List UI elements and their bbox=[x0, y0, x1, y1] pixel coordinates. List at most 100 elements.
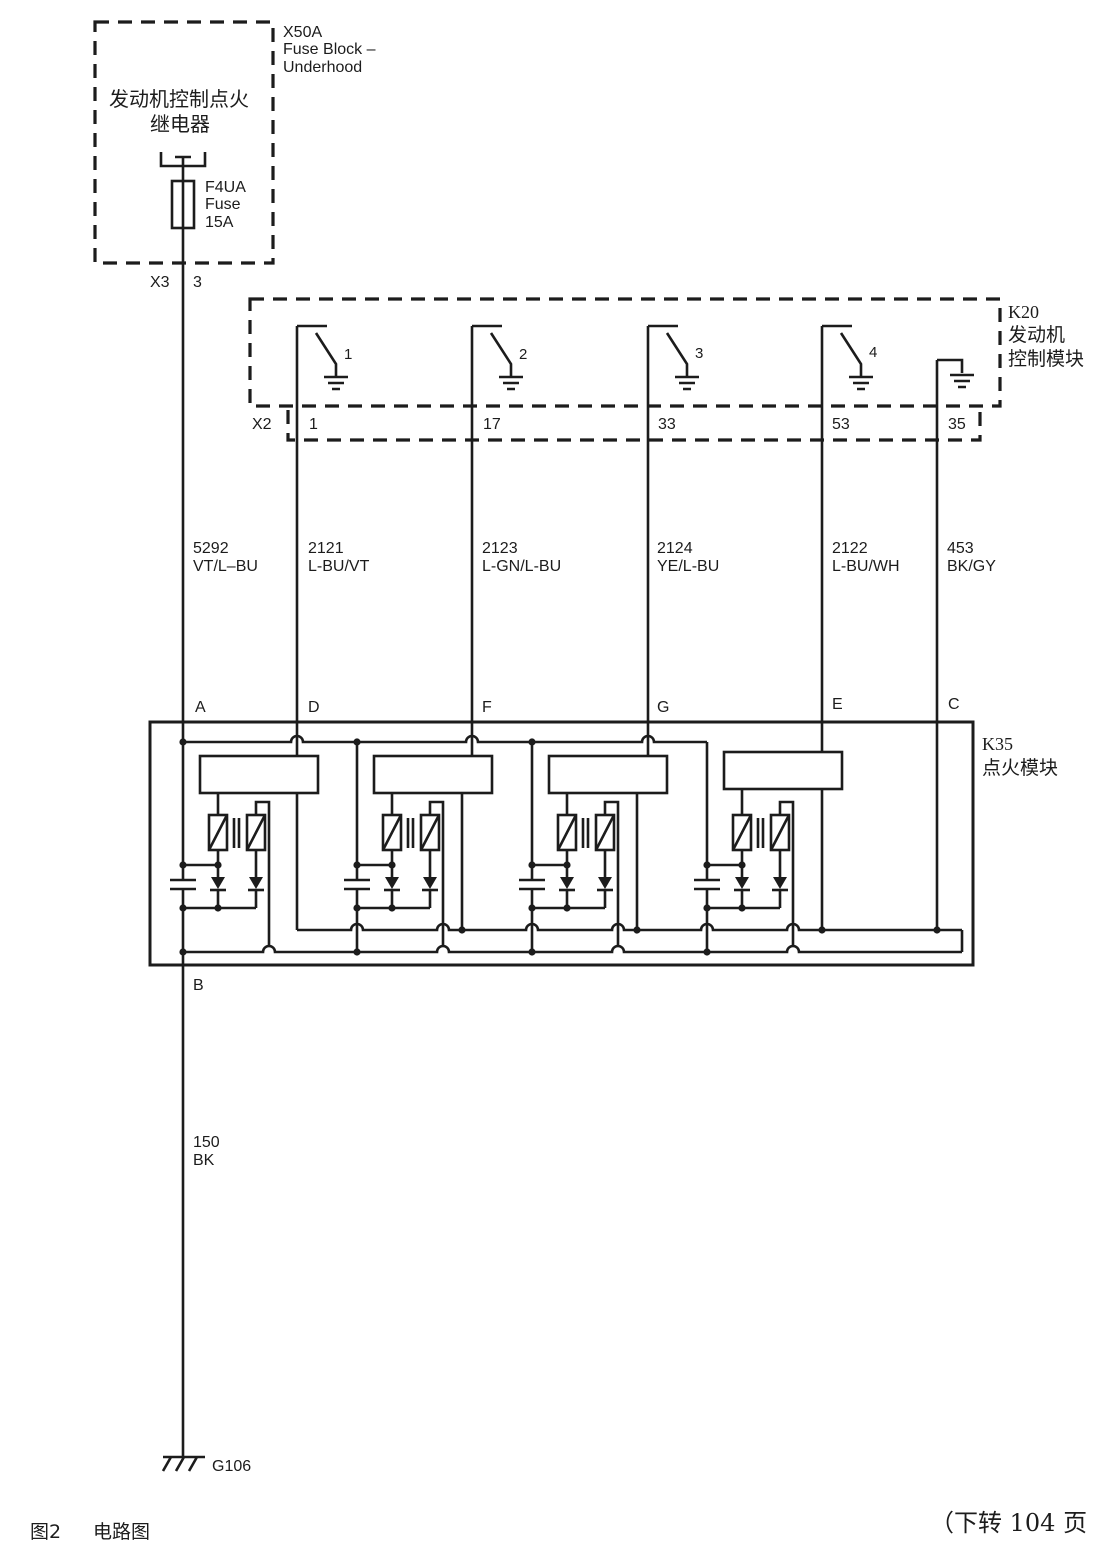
ignition-module-id: K35 bbox=[982, 734, 1013, 754]
capacitor-3 bbox=[519, 878, 545, 891]
primary-coil-1 bbox=[207, 813, 229, 852]
ecm-outline bbox=[248, 297, 1002, 408]
capacitor-2 bbox=[344, 878, 370, 891]
secondary-winding-1 bbox=[245, 814, 267, 851]
coil-core-4 bbox=[756, 818, 765, 848]
diode-2-1 bbox=[385, 877, 399, 889]
diode-4-2 bbox=[773, 877, 787, 889]
wire-circuit: 453 bbox=[947, 540, 974, 557]
junction-dot bbox=[933, 926, 941, 934]
fuse-id: F4UA bbox=[205, 179, 246, 196]
junction-dot bbox=[388, 904, 396, 912]
junction-dot bbox=[528, 861, 536, 869]
junction-dot bbox=[563, 861, 571, 869]
secondary-circuit-3 bbox=[603, 800, 620, 946]
capacitor-4 bbox=[694, 878, 720, 891]
fuse-word: Fuse bbox=[205, 196, 241, 213]
diode-1-1 bbox=[211, 877, 225, 889]
wire-color: YE/L-BU bbox=[657, 558, 719, 575]
wire-color: L-BU/VT bbox=[308, 558, 370, 575]
power-bus bbox=[183, 734, 707, 744]
module-pin: D bbox=[308, 699, 320, 716]
junction-dot bbox=[388, 861, 396, 869]
secondary-winding-4 bbox=[769, 814, 791, 851]
junction-dot bbox=[528, 904, 536, 912]
ecm-pin: 1 bbox=[309, 416, 318, 433]
junction-dot bbox=[738, 904, 746, 912]
secondary-winding-3 bbox=[594, 814, 616, 851]
figure-number: 图2 bbox=[30, 1521, 61, 1543]
module-ground-pin: B bbox=[193, 977, 204, 994]
module-pin: E bbox=[832, 696, 843, 713]
junction-dot bbox=[818, 926, 826, 934]
primary-coil-4 bbox=[731, 813, 753, 852]
fuse-rating: 15A bbox=[205, 214, 234, 231]
junction-dot bbox=[633, 926, 641, 934]
driver-label-3: 3 bbox=[695, 345, 703, 362]
secondary-winding-2 bbox=[419, 814, 441, 851]
module-pin: G bbox=[657, 699, 669, 716]
wire-circuit: 2121 bbox=[308, 540, 344, 557]
driver-switch-2 bbox=[472, 324, 523, 391]
junction-dot bbox=[703, 861, 711, 869]
ecm-connector-id: X2 bbox=[252, 416, 272, 433]
driver-switch-4 bbox=[822, 324, 873, 391]
ecm-ground-reference bbox=[937, 358, 974, 389]
ecm-connector-outline bbox=[286, 406, 982, 442]
junction-dot bbox=[563, 904, 571, 912]
wire-labels: 5292 VT/L–BU 2121 L-BU/VT 2123 L-GN/L-BU… bbox=[193, 540, 996, 575]
coil-core-1 bbox=[232, 818, 241, 848]
junction-dot bbox=[738, 861, 746, 869]
driver-switch-3 bbox=[648, 324, 699, 391]
ecm-pin: 35 bbox=[948, 416, 966, 433]
junction-dot bbox=[179, 904, 187, 912]
primary-winding-4 bbox=[731, 814, 753, 851]
ecm-k20: K20 发动机 控制模块 1 2 3 4 X2 1 17 33 53 35 bbox=[248, 297, 1084, 442]
junction-dot bbox=[703, 904, 711, 912]
fuse-block-pin: 3 bbox=[193, 274, 202, 291]
secondary-circuit-4 bbox=[778, 800, 795, 946]
ignition-driver-1 bbox=[198, 754, 320, 795]
ignition-driver-3 bbox=[547, 754, 669, 795]
diode-3-2 bbox=[598, 877, 612, 889]
fuse-block-name-line2: Underhood bbox=[283, 59, 362, 76]
fuse-block-connector: X3 bbox=[150, 274, 170, 291]
ignition-driver-2 bbox=[372, 754, 494, 795]
module-pin: A bbox=[195, 699, 206, 716]
junction-dot bbox=[353, 948, 361, 956]
driver-label-4: 4 bbox=[869, 344, 877, 361]
primary-winding-2 bbox=[381, 814, 403, 851]
junction-dot bbox=[214, 861, 222, 869]
junction-dot bbox=[353, 904, 361, 912]
junction-dot bbox=[528, 948, 536, 956]
driver-label-2: 2 bbox=[519, 346, 527, 363]
junction-dot bbox=[458, 926, 466, 934]
ground-bus-c bbox=[297, 922, 962, 932]
module-pin: F bbox=[482, 699, 492, 716]
capacitor-1 bbox=[170, 878, 196, 891]
ignition-driver-4 bbox=[722, 750, 844, 791]
secondary-circuit-2 bbox=[428, 800, 445, 946]
junction-dot bbox=[179, 948, 187, 956]
primary-winding-3 bbox=[556, 814, 578, 851]
ignition-module-outline bbox=[148, 720, 975, 967]
primary-coil-2 bbox=[381, 813, 403, 852]
junction-dot bbox=[214, 904, 222, 912]
ecm-pin: 53 bbox=[832, 416, 850, 433]
wire-color: VT/L–BU bbox=[193, 558, 258, 575]
wire-color: L-GN/L-BU bbox=[482, 558, 561, 575]
ground-symbol bbox=[161, 1455, 205, 1472]
ecm-pin: 33 bbox=[658, 416, 676, 433]
diode-2-2 bbox=[423, 877, 437, 889]
junction-dot bbox=[179, 861, 187, 869]
wire-color: L-BU/WH bbox=[832, 558, 900, 575]
junction-dot bbox=[353, 861, 361, 869]
figure-title: 电路图 bbox=[93, 1521, 150, 1543]
diode-4-1 bbox=[735, 877, 749, 889]
secondary-circuit-1 bbox=[254, 800, 271, 946]
ignition-module-circuitry bbox=[170, 734, 964, 956]
fuse-block-name-line1: Fuse Block – bbox=[283, 41, 376, 58]
junction-dot bbox=[179, 738, 187, 746]
relay-label-line1: 发动机控制点火 bbox=[109, 87, 249, 111]
